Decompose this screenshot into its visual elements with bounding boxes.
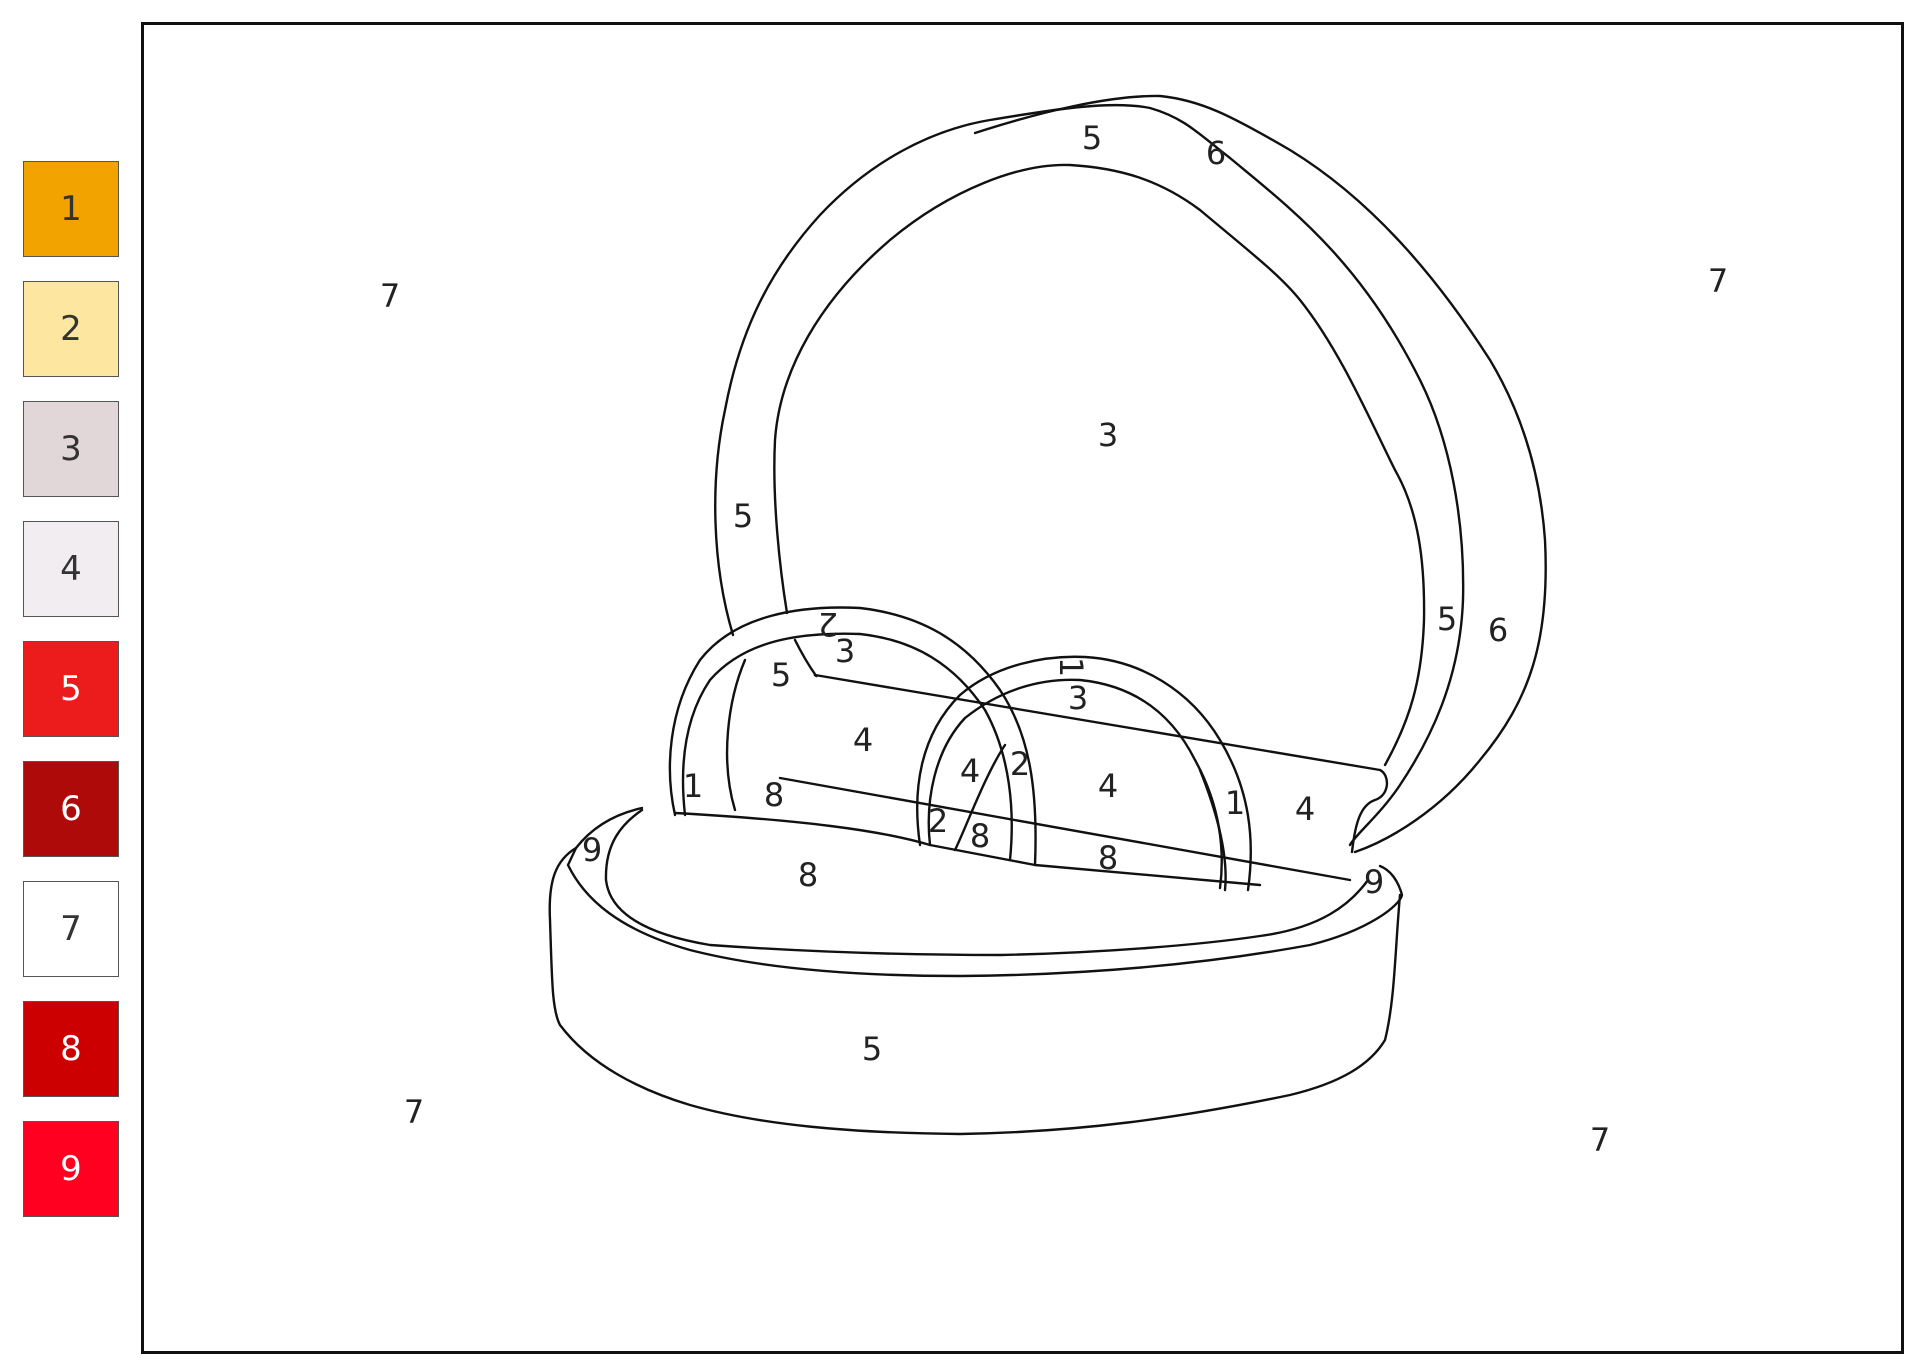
swatch-8[interactable]: 8 [23,1001,119,1097]
ring2-outer-outline[interactable] [916,655,1252,892]
swatch-7[interactable]: 7 [23,881,119,977]
cushion-top-outline[interactable] [673,811,1262,887]
region-label[interactable]: 6 [1206,134,1226,172]
swatch-number: 2 [60,309,82,349]
swatch-number: 5 [60,669,82,709]
region-label[interactable]: 4 [853,721,873,759]
region-label[interactable]: 8 [1098,839,1118,877]
region-label[interactable]: 2 [818,605,838,643]
swatch-3[interactable]: 3 [23,401,119,497]
region-label[interactable]: 5 [862,1030,882,1068]
region-label[interactable]: 7 [1590,1121,1610,1159]
region-label[interactable]: 1 [1225,784,1245,822]
ring1-inner-shadow[interactable] [725,638,818,812]
region-label[interactable]: 5 [1082,119,1102,157]
region-label[interactable]: 3 [1098,416,1118,454]
swatch-5[interactable]: 5 [23,641,119,737]
lid-rim-inner-outline[interactable] [773,163,1426,767]
region-label[interactable]: 1 [1052,657,1090,677]
region-label[interactable]: 3 [835,632,855,670]
region-label[interactable]: 4 [1098,767,1118,805]
swatch-4[interactable]: 4 [23,521,119,617]
region-label[interactable]: 7 [380,277,400,315]
ring2-band-outline[interactable] [953,743,1227,892]
cushion-back-top-edge[interactable] [778,776,1352,882]
region-label[interactable]: 3 [1068,679,1088,717]
swatch-6[interactable]: 6 [23,761,119,857]
lid-back-edge[interactable] [813,673,1389,854]
region-label[interactable]: 8 [798,856,818,894]
region-label[interactable]: 5 [771,656,791,694]
region-label[interactable]: 5 [733,497,753,535]
swatch-number: 4 [60,549,82,589]
cushion-front-outline[interactable] [604,808,1370,957]
swatch-number: 8 [60,1029,82,1069]
swatch-number: 6 [60,789,82,829]
region-label[interactable]: 8 [764,776,784,814]
region-label[interactable]: 9 [1364,863,1384,901]
swatch-number: 3 [60,429,82,469]
lid-rim-outer-outline[interactable] [714,103,1465,847]
ring1-inner-outline[interactable] [681,632,1013,862]
swatch-number: 7 [60,909,82,949]
region-label[interactable]: 4 [1295,790,1315,828]
box-lip-outline[interactable] [566,806,1404,978]
region-label[interactable]: 7 [404,1093,424,1131]
region-label[interactable]: 1 [683,767,703,805]
region-label[interactable]: 9 [582,831,602,869]
region-label[interactable]: 7 [1708,262,1728,300]
swatch-9[interactable]: 9 [23,1121,119,1217]
region-label[interactable]: 6 [1488,611,1508,649]
swatch-1[interactable]: 1 [23,161,119,257]
region-label[interactable]: 5 [1437,600,1457,638]
region-label[interactable]: 2 [1010,745,1030,783]
lid-outer-outline[interactable] [973,94,1547,854]
region-label[interactable]: 4 [960,752,980,790]
swatch-number: 9 [60,1149,82,1189]
box-front-outline[interactable] [548,846,1402,1136]
region-label[interactable]: 2 [928,802,948,840]
region-label[interactable]: 8 [970,817,990,855]
color-key: 1 2 3 4 5 6 7 8 9 [0,0,140,1372]
ring1-outer-outline[interactable] [668,606,1037,867]
swatch-number: 1 [60,189,82,229]
swatch-2[interactable]: 2 [23,281,119,377]
